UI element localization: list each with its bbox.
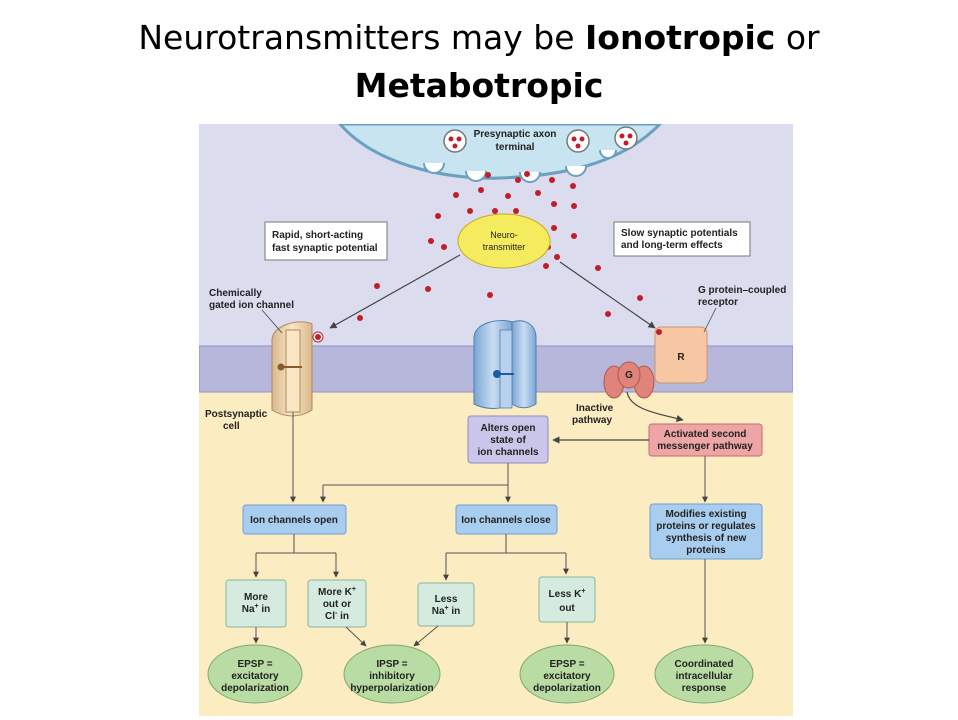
ipsp-line-1: IPSP = bbox=[376, 659, 407, 670]
g-protein-letter: G bbox=[625, 370, 633, 381]
title-part-1: Neurotransmitters may be bbox=[138, 18, 586, 57]
alters-line-2: state of bbox=[490, 435, 526, 446]
inactive-label-2: pathway bbox=[572, 415, 612, 426]
more-na-line-1: More bbox=[244, 592, 268, 603]
gpcr-receptor bbox=[654, 326, 708, 384]
less-k-ion: Less K bbox=[549, 589, 583, 600]
modifies-line-2: proteins or regulates bbox=[656, 521, 756, 532]
more-na-charge: + bbox=[255, 603, 259, 610]
coordinated-line-3: response bbox=[682, 683, 727, 694]
more-k-cl-charge: - bbox=[335, 610, 338, 617]
more-na-ion: Na bbox=[242, 604, 255, 615]
presynaptic-label-2: terminal bbox=[496, 142, 535, 153]
title-ionotropic: Ionotropic bbox=[585, 18, 776, 57]
slow-callout-box bbox=[613, 221, 751, 257]
modifies-box bbox=[649, 503, 763, 560]
ipsp-line-3: hyperpolarization bbox=[350, 683, 433, 694]
gpcr-leader-line bbox=[703, 307, 717, 333]
less-na-charge: + bbox=[445, 605, 449, 612]
gpcr-label-1: G protein–coupled bbox=[698, 285, 786, 296]
synaptic-vesicles bbox=[443, 126, 638, 177]
chem-label-2: gated ion channel bbox=[209, 300, 294, 311]
epsp-right-line-2: excitatory bbox=[543, 671, 591, 682]
arrow-to-gpcr bbox=[559, 261, 656, 329]
less-k-charge: + bbox=[581, 588, 585, 595]
rapid-label-2: fast synaptic potential bbox=[272, 243, 378, 254]
postsynaptic-label-2: cell bbox=[223, 421, 240, 432]
more-k-line-2: out or bbox=[323, 599, 351, 610]
inactive-label-1: Inactive bbox=[576, 403, 614, 414]
slow-label-1: Slow synaptic potentials bbox=[621, 228, 738, 239]
channels-close-label: Ion channels close bbox=[461, 515, 551, 526]
ipsp-ellipse bbox=[343, 644, 441, 704]
coordinated-line-2: intracellular bbox=[676, 671, 733, 682]
neurotransmitter-dots bbox=[357, 172, 643, 321]
arrow-to-ion-channel bbox=[329, 254, 461, 329]
more-k-ion: More K bbox=[318, 587, 353, 598]
alters-line-1: Alters open bbox=[480, 423, 535, 434]
neurotransmitter-ellipse bbox=[457, 213, 551, 269]
rapid-label-1: Rapid, short-acting bbox=[272, 230, 363, 241]
less-na-suffix: in bbox=[449, 606, 461, 617]
less-na-ion: Na bbox=[432, 606, 445, 617]
channels-open-label: Ion channels open bbox=[250, 515, 338, 526]
title-line-2: Metabotropic bbox=[0, 62, 958, 110]
less-na-box bbox=[417, 582, 475, 627]
neurotransmitter-label-1: Neuro- bbox=[490, 230, 518, 240]
chem-leader-line bbox=[261, 309, 283, 334]
gpcr-label-2: receptor bbox=[698, 297, 738, 308]
slide-title: Neurotransmitters may be Ionotropic or M… bbox=[0, 14, 958, 110]
epsp-ellipse-left bbox=[207, 644, 303, 704]
inactive-pathway-arrow bbox=[626, 391, 684, 422]
second-messenger-line-2: messenger pathway bbox=[657, 441, 753, 452]
postsynaptic-label-1: Postsynaptic bbox=[205, 409, 268, 420]
alters-line-3: ion channels bbox=[477, 447, 539, 458]
epsp-left-line-2: excitatory bbox=[231, 671, 279, 682]
ipsp-line-2: inhibitory bbox=[369, 671, 415, 682]
epsp-ellipse-right bbox=[519, 644, 615, 704]
second-messenger-line-1: Activated second bbox=[664, 429, 747, 440]
title-part-2: or bbox=[775, 18, 820, 57]
bound-neurotransmitter-dot bbox=[656, 329, 662, 335]
less-na-line-1: Less bbox=[435, 594, 458, 605]
more-k-line-1: More K+ bbox=[318, 586, 356, 598]
presynaptic-label-1: Presynaptic axon bbox=[474, 129, 557, 140]
modifies-line-3: synthesis of new bbox=[666, 533, 747, 544]
coordinated-line-1: Coordinated bbox=[675, 659, 734, 670]
chemically-gated-ion-channel bbox=[271, 321, 324, 417]
more-k-cl: Cl bbox=[325, 611, 335, 622]
ion-channel-middle bbox=[473, 320, 537, 409]
rapid-callout-box bbox=[264, 221, 388, 261]
title-metabotropic: Metabotropic bbox=[354, 66, 604, 105]
title-line-1: Neurotransmitters may be Ionotropic or bbox=[0, 14, 958, 62]
receptor-letter: R bbox=[677, 352, 685, 363]
more-na-line-2: Na+ in bbox=[242, 603, 271, 615]
chem-label-1: Chemically bbox=[209, 288, 262, 299]
more-na-suffix: in bbox=[259, 604, 271, 615]
g-protein bbox=[603, 361, 655, 399]
epsp-left-line-3: depolarization bbox=[221, 683, 289, 694]
modifies-line-4: proteins bbox=[686, 545, 726, 556]
arrow-less-na-to-ipsp bbox=[413, 625, 439, 647]
less-k-line-2: out bbox=[559, 603, 575, 614]
more-k-line-3: Cl- in bbox=[325, 610, 349, 622]
less-na-line-2: Na+ in bbox=[432, 605, 461, 617]
epsp-right-line-1: EPSP = bbox=[549, 659, 584, 670]
more-k-suffix: in bbox=[337, 611, 349, 622]
coordinated-ellipse bbox=[654, 644, 754, 704]
arrow-more-k-to-ipsp bbox=[345, 626, 367, 647]
more-k-box bbox=[307, 579, 367, 628]
slow-label-2: and long-term effects bbox=[621, 240, 723, 251]
epsp-left-line-1: EPSP = bbox=[237, 659, 272, 670]
epsp-right-line-3: depolarization bbox=[533, 683, 601, 694]
more-k-charge: + bbox=[352, 586, 356, 593]
neurotransmitter-label-2: transmitter bbox=[483, 242, 526, 252]
modifies-line-1: Modifies existing bbox=[665, 509, 746, 520]
less-k-line-1: Less K+ bbox=[549, 588, 586, 600]
